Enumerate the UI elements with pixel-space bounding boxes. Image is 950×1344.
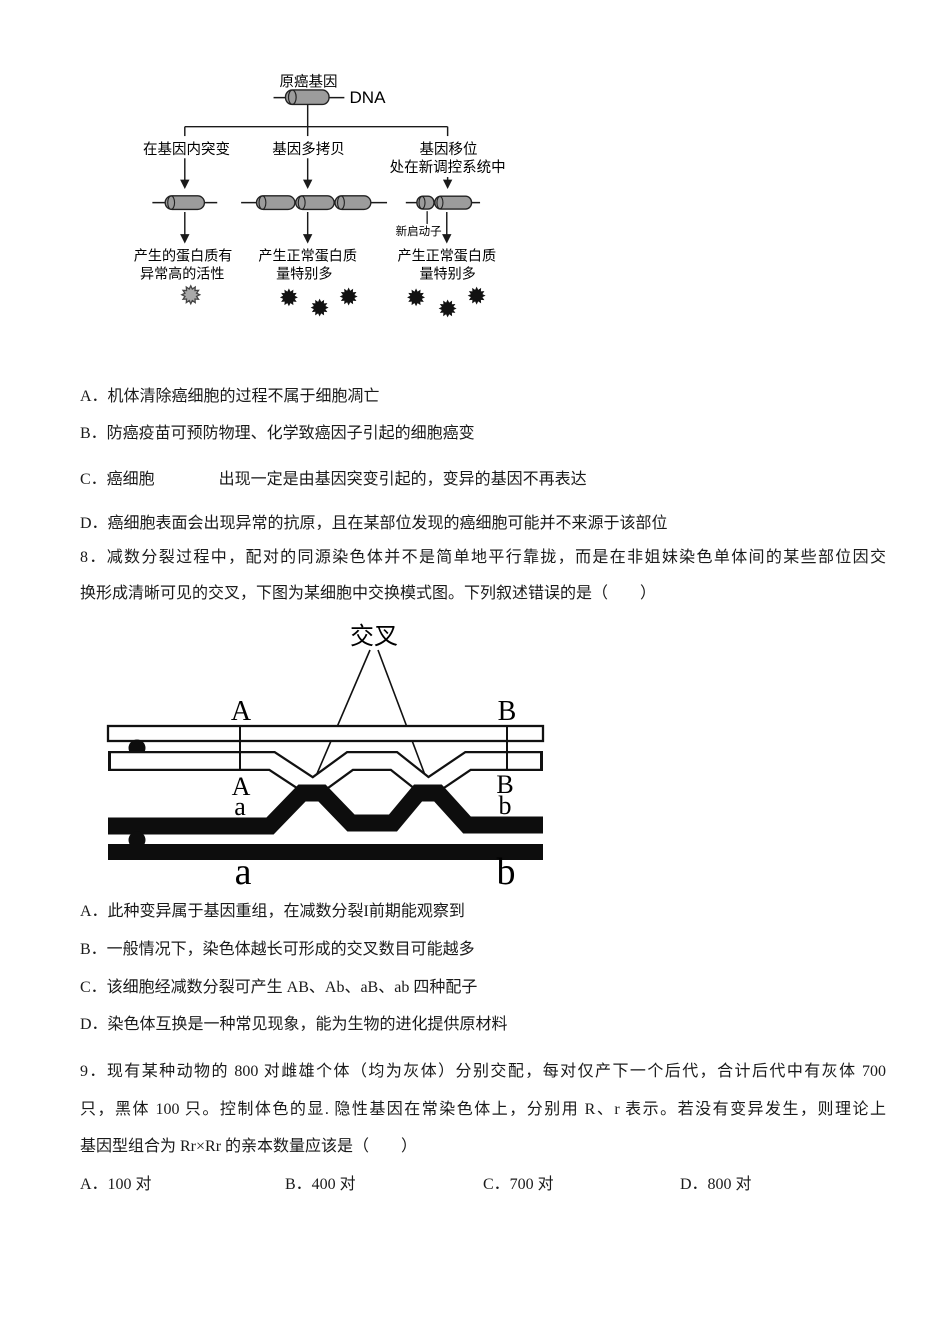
new-promoter-label: 新启动子 (396, 224, 442, 238)
q8-stem-line2: 换形成清晰可见的交叉，下图为某细胞中交换模式图。下列叙述错误的是（ ） (80, 585, 657, 602)
allele-tick-marks (239, 727, 508, 769)
q8-stem: 8．减数分裂过程中，配对的同源染色体并不是简单地平行靠拢，而是在非姐妹染色单体间… (80, 540, 886, 612)
crossover-label: 交叉 (350, 623, 398, 650)
allele-a-mid-label: a (234, 792, 246, 821)
crossover-pointer-lines (312, 649, 429, 784)
result1-line1: 产生的蛋白质有 (134, 248, 233, 264)
branch2-label: 基因多拷贝 (272, 141, 345, 158)
dna-cylinder (273, 89, 345, 106)
multi-copy-gene-cylinders (241, 195, 388, 211)
q9-stem-line3: 基因型组合为 Rr×Rr 的亲本数量应该是（ ） (80, 1138, 418, 1155)
allele-B-mid-label: B (496, 770, 513, 799)
result3-line2: 量特别多 (419, 266, 475, 282)
q8-option-d: D．染色体互换是一种常见现象，能为生物的进化提供原材料 (80, 1016, 508, 1033)
allele-a-bottom-label: a (235, 851, 252, 893)
black-chromatid-2 (108, 844, 543, 860)
q9-stem-line2: 只，黑体 100 只。控制体色的显. 隐性基因在常染色体上，分别用 R、r 表示… (80, 1100, 886, 1118)
allele-A-top-label: A (231, 696, 252, 727)
abnormal-protein-blob (181, 285, 201, 305)
normal-protein-blobs-right (407, 286, 486, 318)
q7-option-a: A．机体清除癌细胞的过程不属于细胞凋亡 (80, 388, 380, 405)
crossover-diagram: 交叉 A B A a B b a b (106, 623, 545, 893)
dna-label: DNA (349, 88, 386, 107)
black-chromatid-1 (108, 784, 543, 835)
q9-option-c: C．700 对 (483, 1176, 554, 1193)
branch3-label-line2: 处在新调控系统中 (390, 159, 506, 176)
result1-line2: 异常高的活性 (140, 266, 224, 282)
result3-line1: 产生正常蛋白质 (397, 248, 496, 264)
oncogene-diagram: 原癌基因 DNA 在基因内突变 基因多拷贝 基因移位 处在新调控系统中 (134, 74, 506, 318)
branch3-label-line1: 基因移位 (419, 141, 477, 158)
result2-line1: 产生正常蛋白质 (258, 248, 357, 264)
branch1-label: 在基因内突变 (143, 141, 230, 158)
result-arrows (180, 212, 452, 244)
proto-oncogene-label: 原癌基因 (280, 74, 338, 91)
q9-options-row: A．100 对 B．400 对 C．700 对 D．800 对 (80, 1174, 890, 1196)
allele-A-mid-label: A (232, 772, 251, 801)
branch-arrows (180, 158, 453, 189)
allele-B-top-label: B (498, 696, 517, 727)
q7-option-b: B．防癌疫苗可预防物理、化学致癌因子引起的细胞癌变 (80, 425, 475, 442)
translocated-gene-cylinders (405, 195, 481, 210)
q8-option-a: A．此种变异属于基因重组，在减数分裂I前期能观察到 (80, 903, 465, 920)
q9-stem-line1: 9．现有某种动物的 800 对雌雄个体（均为灰体）分别交配，每对仅产下一个后代，… (80, 1063, 886, 1080)
q9-option-d: D．800 对 (680, 1176, 752, 1193)
q7-option-c: C．癌细胞 出现一定是由基因突变引起的，变异的基因不再表达 (80, 471, 587, 488)
mutated-gene-cylinder (152, 195, 218, 211)
q8-option-c: C．该细胞经减数分裂可产生 AB、Ab、aB、ab 四种配子 (80, 979, 478, 996)
white-chromatid-2 (108, 751, 543, 801)
q8-option-b: B．一般情况下，染色体越长可形成的交叉数目可能越多 (80, 941, 475, 958)
q9-option-a: A．100 对 (80, 1176, 152, 1193)
q9-stem: 9．现有某种动物的 800 对雌雄个体（均为灰体）分别交配，每对仅产下一个后代，… (80, 1053, 886, 1166)
q8-stem-line1: 8．减数分裂过程中，配对的同源染色体并不是简单地平行靠拢，而是在非姐妹染色单体间… (80, 549, 886, 566)
result2-line2: 量特别多 (276, 266, 332, 282)
q7-option-d: D．癌细胞表面会出现异常的抗原，且在某部位发现的癌细胞可能并不来源于该部位 (80, 515, 668, 532)
q9-option-b: B．400 对 (285, 1176, 356, 1193)
normal-protein-blobs-middle (279, 287, 358, 317)
branch-tree-lines (184, 104, 449, 137)
allele-b-bottom-label: b (497, 851, 516, 893)
white-chromatid-1 (106, 724, 545, 743)
allele-b-mid-label: b (499, 791, 512, 820)
